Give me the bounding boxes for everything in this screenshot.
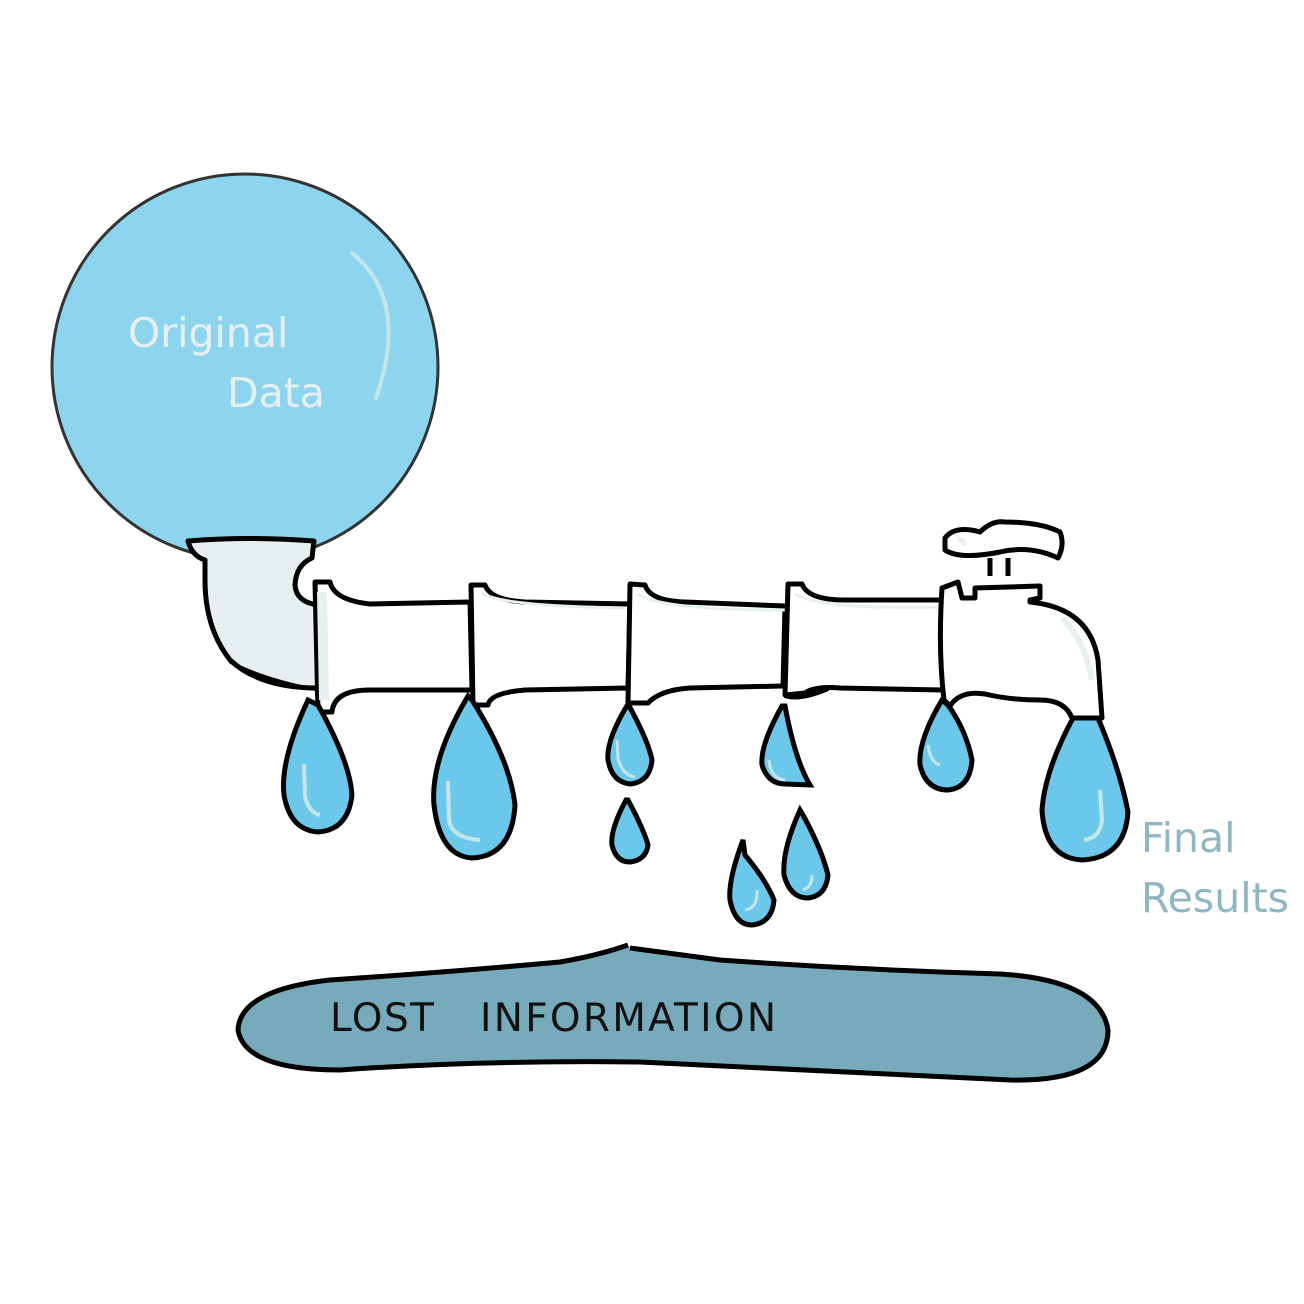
water-drop	[609, 797, 651, 865]
pipe-segment-3	[625, 581, 788, 706]
water-drop	[727, 839, 777, 928]
lost-information-puddle: LOST INFORMATION	[235, 942, 1111, 1083]
water-drop	[281, 696, 355, 835]
puddle-label-word2: INFORMATION	[480, 996, 776, 1041]
leak-drops	[281, 691, 1131, 928]
pipe-segment-1	[312, 579, 475, 715]
pipe-segment-2	[468, 582, 633, 708]
original-data-reservoir: Original Data	[50, 172, 440, 562]
water-drop	[759, 703, 815, 788]
faucet	[937, 519, 1105, 721]
water-drop	[605, 699, 655, 787]
water-drop	[781, 804, 831, 901]
water-drop	[431, 691, 518, 861]
reservoir-globe	[50, 172, 440, 562]
output-label-line1: Final	[1141, 814, 1236, 862]
output-label-line2: Results	[1141, 874, 1289, 922]
pipe-segments	[312, 579, 948, 715]
reservoir-highlight	[350, 251, 391, 400]
source-label-line1: Original	[128, 309, 288, 357]
elbow-pipe	[185, 536, 321, 692]
pipe-segment-4	[782, 581, 948, 700]
faucet-handle-icon	[942, 519, 1065, 576]
source-label-line2: Data	[227, 369, 325, 417]
water-drop	[917, 696, 975, 793]
puddle-label-word1: LOST	[330, 996, 434, 1041]
final-result-drop	[1039, 715, 1131, 863]
